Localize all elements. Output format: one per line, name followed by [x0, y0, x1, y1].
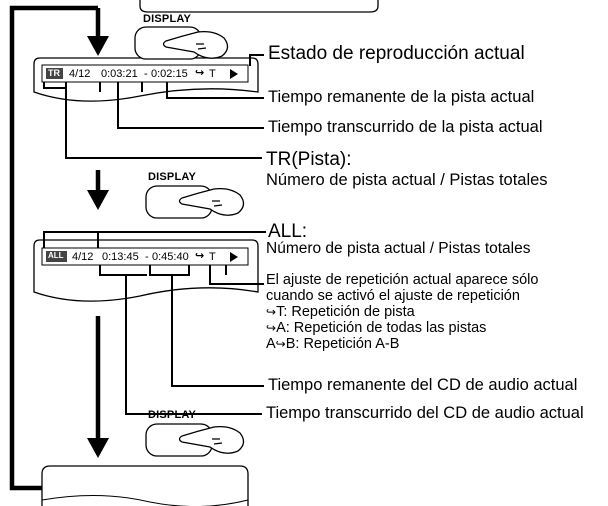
return-loop-line — [9, 5, 98, 491]
mode-badge-all-bg — [46, 251, 67, 262]
tv-screen-bottom — [41, 465, 249, 506]
repeat-note-block: El ajuste de repetición actual aparece s… — [266, 272, 538, 352]
repeat-icon-all: ↪ — [195, 250, 205, 262]
repeat-symbol-icon: ↪ — [275, 337, 286, 351]
label-track-elapsed: Tiempo transcurrido de la pista actual — [268, 118, 543, 136]
arrow-down-3-head — [87, 438, 109, 458]
repeat-ab-line: A↪B: Repetición A-B — [266, 336, 538, 352]
repeat-track-line: ↪T: Repetición de pista — [266, 304, 538, 320]
label-repeat-all: A: Repetición de todas las pistas — [276, 320, 487, 336]
track-remaining-time: 0:02:15 — [151, 68, 188, 80]
display-button-3 — [145, 423, 245, 457]
label-repeat-track: T: Repetición de pista — [276, 304, 415, 320]
label-all-description: Número de pista actual / Pistas totales — [266, 240, 531, 257]
osd-bar-all — [41, 247, 249, 266]
cd-elapsed-time: 0:13:45 — [102, 251, 139, 263]
osd-bar-track — [41, 64, 249, 83]
display-button-label-3: DISPLAY — [148, 409, 197, 421]
arrow-down-2-head — [87, 190, 109, 210]
all-track-number: 4/12 — [72, 251, 94, 263]
tv-screen-bottom-wave — [41, 494, 249, 506]
display-button-label-2: DISPLAY — [148, 171, 197, 183]
repeat-symbol-icon: ↪ — [266, 321, 277, 335]
display-button-label-1: DISPLAY — [143, 13, 192, 25]
repeat-mode-track: T — [209, 68, 216, 80]
label-tr-title: TR(Pista): — [266, 149, 352, 170]
play-icon-track — [230, 69, 238, 79]
callouts-all — [43, 231, 266, 415]
label-all-title: ALL: — [268, 221, 308, 242]
label-tr-description: Número de pista actual / Pistas totales — [266, 171, 548, 189]
cd-remaining-time: 0:45:40 — [152, 251, 189, 263]
label-repeat-ab-prefix: A — [266, 336, 276, 352]
repeat-symbol-icon: ↪ — [266, 305, 277, 319]
label-repeat-ab: B: Repetición A-B — [285, 336, 400, 352]
display-button-2 — [145, 185, 245, 219]
display-button-1 — [134, 26, 229, 60]
callouts-track — [43, 54, 264, 159]
label-track-remaining: Tiempo remanente de la pista actual — [268, 88, 535, 106]
mode-badge-track: TR — [48, 68, 60, 78]
label-repeat-note-1: El ajuste de repetición actual aparece s… — [266, 272, 539, 288]
mode-badge-all: ALL — [48, 251, 64, 260]
label-cd-elapsed: Tiempo transcurrido del CD de audio actu… — [266, 404, 584, 422]
time-separator-track: - — [144, 68, 148, 80]
time-separator-all: - — [145, 251, 149, 263]
label-playback-status: Estado de reproducción actual — [268, 43, 525, 64]
repeat-all-line: ↪A: Repetición de todas las pistas — [266, 320, 538, 336]
arrow-down-1-head — [87, 36, 109, 56]
top-screen-fragment — [139, 0, 379, 13]
label-repeat-note-2: cuando se activó el ajuste de repetición — [266, 288, 520, 304]
repeat-icon-track: ↪ — [195, 67, 205, 79]
repeat-mode-all: T — [209, 251, 216, 263]
track-elapsed-time: 0:03:21 — [101, 68, 138, 80]
play-icon-all — [230, 252, 238, 262]
mode-badge-track-bg — [46, 68, 63, 79]
track-number: 4/12 — [69, 68, 91, 80]
label-cd-remaining: Tiempo remanente del CD de audio actual — [268, 376, 578, 394]
